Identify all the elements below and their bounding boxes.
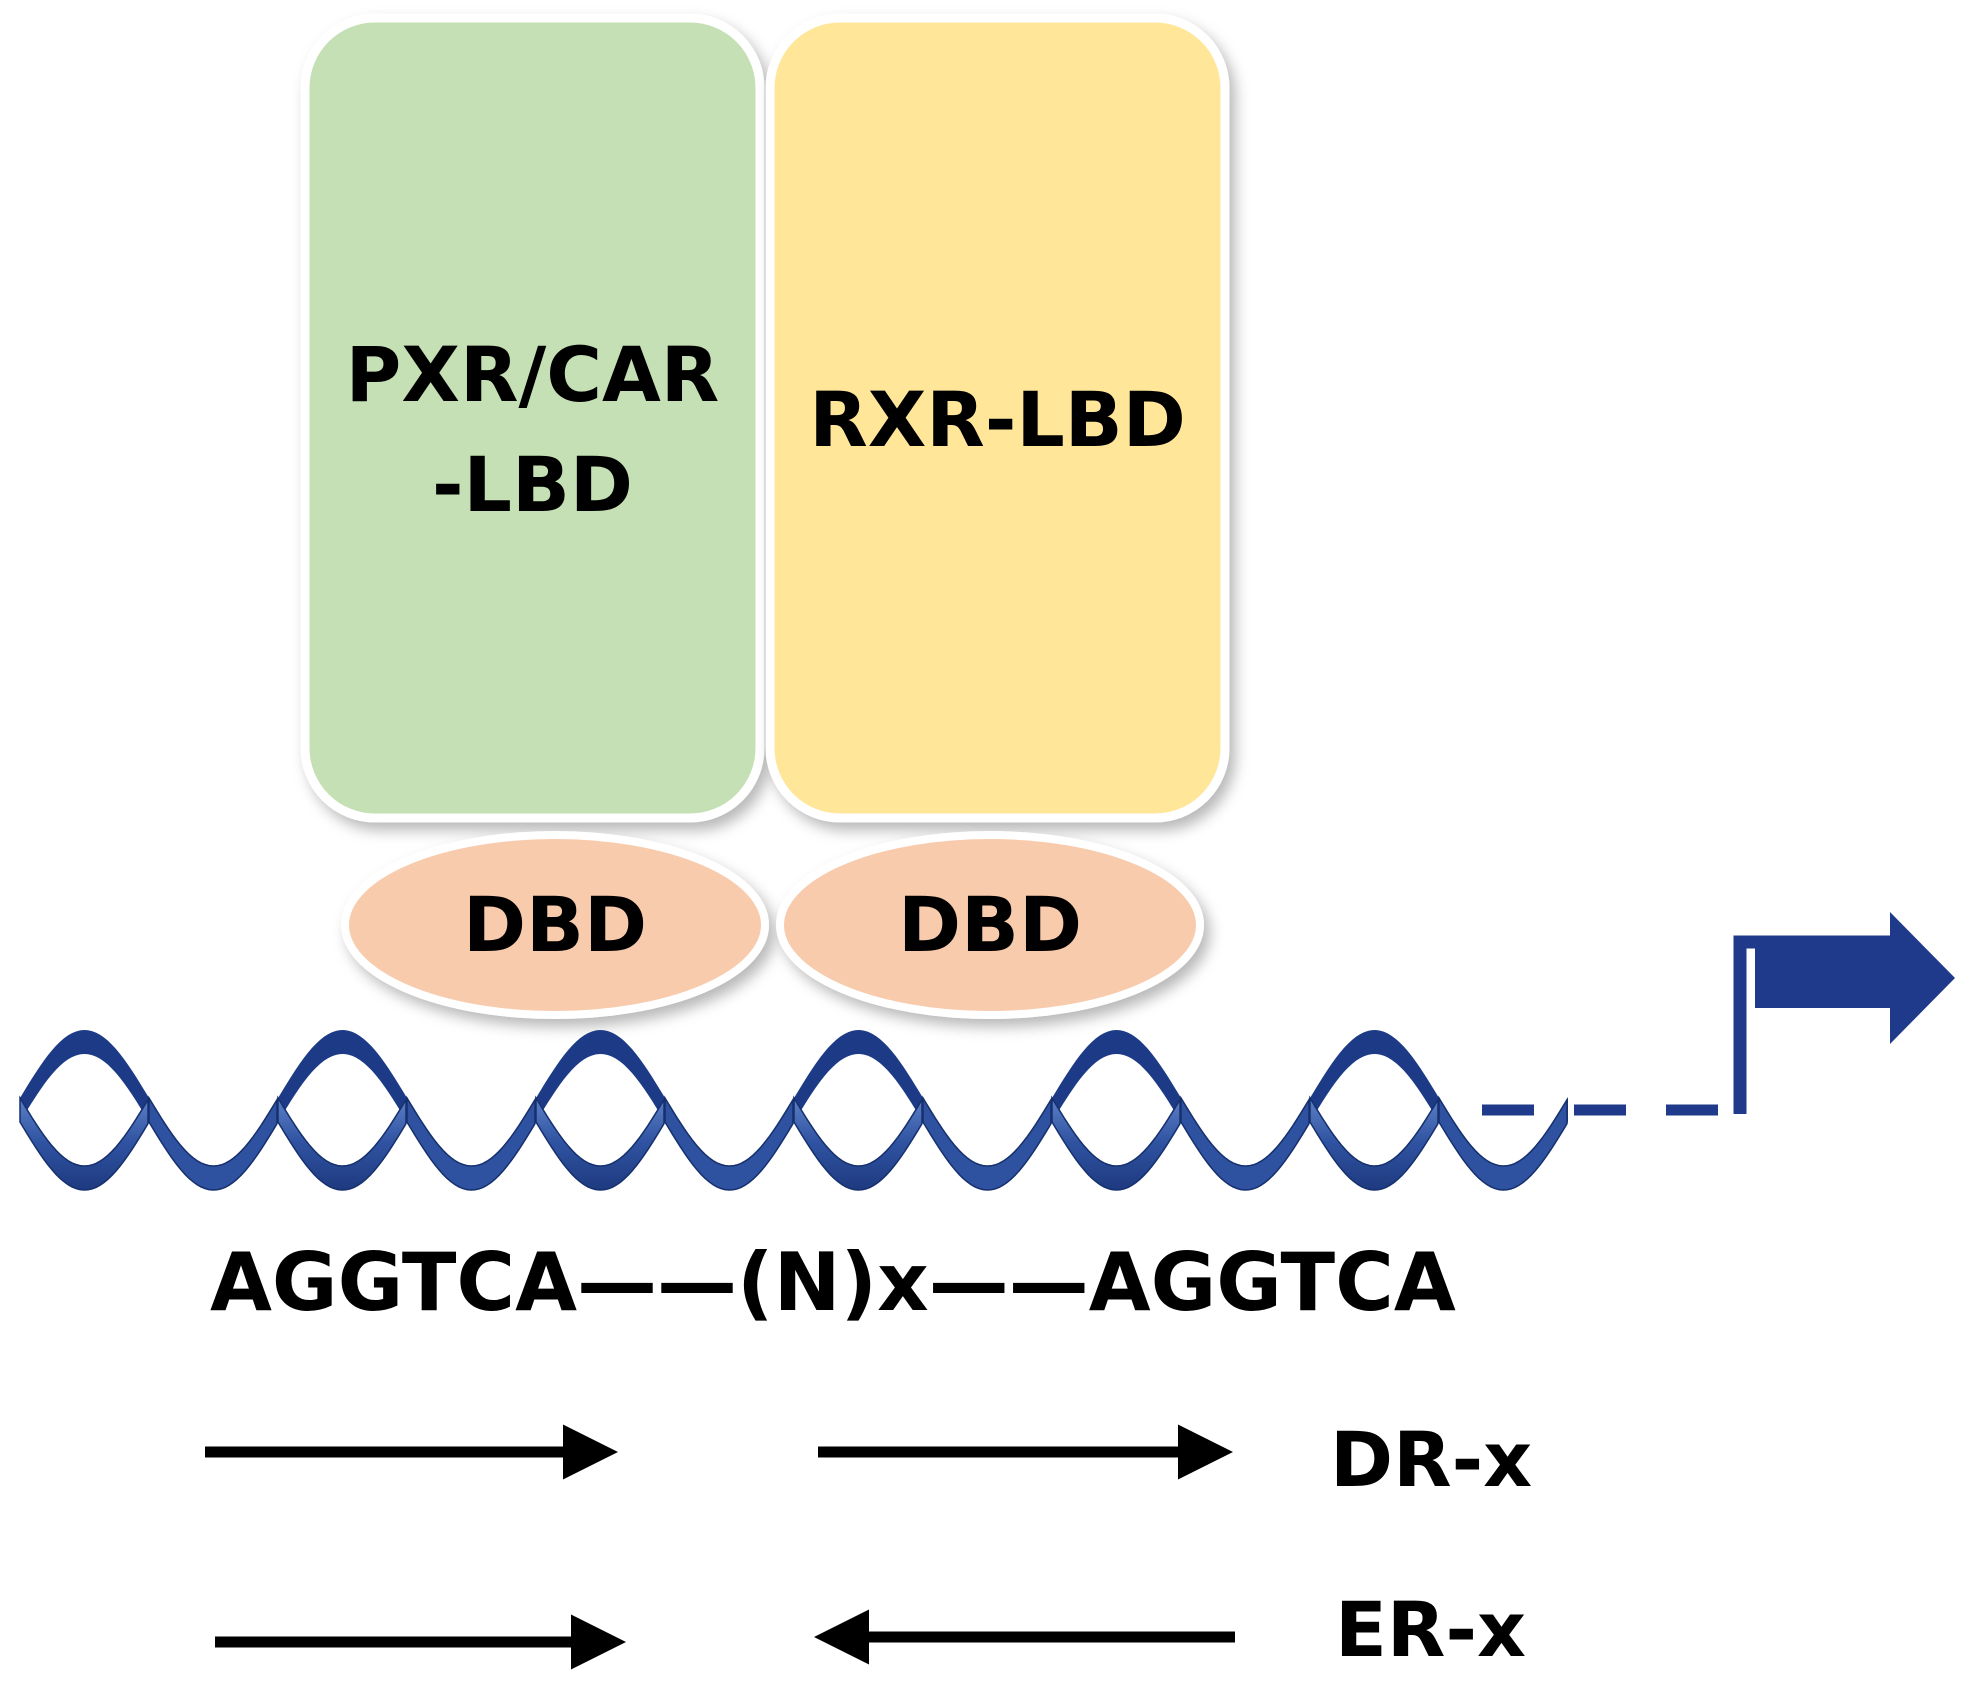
dna-double-helix: [19, 1030, 1568, 1191]
dna-strand-segment: [1309, 1095, 1439, 1191]
dbd-right-ellipse: [776, 831, 1204, 1019]
pxr-car-lbd-box: [300, 13, 765, 823]
er-x-arrows: [215, 1609, 1235, 1670]
rxr-lbd-label: RXR-LBD: [809, 375, 1186, 464]
dna-strand-segment: [1438, 1095, 1568, 1191]
rxr-lbd-box: [765, 13, 1230, 823]
pxr-car-label-line1: PXR/CAR: [345, 330, 720, 419]
dna-strand-segment: [1180, 1095, 1310, 1191]
promoter-arrow-icon: [1482, 912, 1955, 1116]
dna-strand-segment: [922, 1095, 1052, 1191]
pxr-car-label-line2: -LBD: [432, 440, 633, 529]
dna-strand-segment: [793, 1095, 923, 1191]
dbd-left-label: DBD: [462, 880, 648, 969]
dna-strand-segment: [664, 1095, 794, 1191]
dna-strand-segment: [277, 1095, 407, 1191]
dna-sequence-label: AGGTCA——(N)x——AGGTCA: [210, 1236, 1456, 1329]
dbd-left-ellipse: [341, 831, 769, 1019]
dna-strand-segment: [535, 1095, 665, 1191]
dna-strand-segment: [19, 1095, 149, 1191]
dna-strand-segment: [1051, 1095, 1181, 1191]
dna-strand-segment: [148, 1095, 278, 1191]
dr-x-label: DR-x: [1330, 1415, 1533, 1504]
dna-strand-segment: [406, 1095, 536, 1191]
dbd-right-label: DBD: [897, 880, 1083, 969]
pxr-car-lbd-label: PXR/CAR -LBD: [305, 320, 760, 540]
er-x-label: ER-x: [1335, 1585, 1527, 1674]
